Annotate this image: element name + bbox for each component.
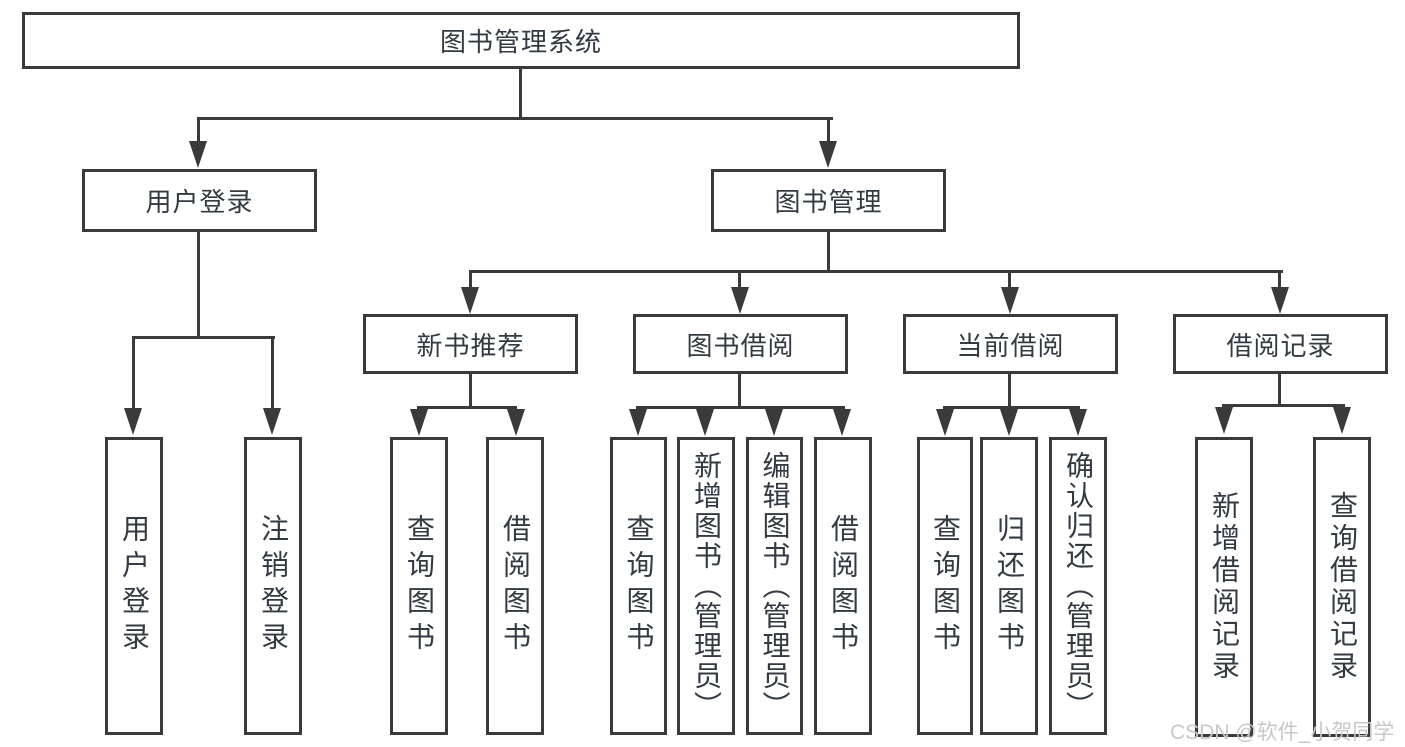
node-label: 查询图书 [930,514,961,658]
connector [827,117,830,145]
connector [1008,374,1011,409]
connector [132,336,135,408]
leaf-query-borrow-record: 查询借阅记录 [1313,437,1371,737]
node-book-management: 图书管理 [711,169,946,232]
node-label: 查询图书 [623,514,655,658]
leaf-add-books-admin: 新增图书（管理员） [677,437,735,735]
arrow-down-icon [1000,409,1018,436]
arrow-down-icon [461,287,479,314]
node-label: 编辑图书（管理员） [759,451,791,721]
connector [469,270,1283,273]
arrow-down-icon [1069,409,1087,436]
leaf-query-books-recommend: 查询图书 [390,437,448,735]
arrow-down-icon [833,409,851,436]
node-label: 图书借阅 [686,330,795,361]
arrow-down-icon [731,287,749,314]
node-library-management-system: 图书管理系统 [22,12,1020,69]
connector [1222,404,1345,407]
node-label: 用户登录 [145,187,254,217]
connector [1008,270,1011,287]
connector [469,270,472,287]
leaf-add-borrow-record: 新增借阅记录 [1195,437,1253,737]
node-label: 归还图书 [994,514,1025,658]
node-label: 新增借阅记录 [1209,491,1240,683]
connector [417,406,517,409]
node-label: 新书推荐 [416,330,525,361]
arrow-down-icon [696,409,714,436]
node-label: 借阅图书 [500,514,531,658]
arrow-down-icon [765,409,783,436]
node-label: 用户登录 [119,514,150,658]
arrow-down-icon [1001,287,1019,314]
node-label: 查询借阅记录 [1327,491,1358,683]
arrow-down-icon [819,141,837,168]
arrow-down-icon [263,408,281,435]
arrow-down-icon [1215,407,1233,434]
leaf-user-login: 用户登录 [105,437,163,735]
connector [1278,374,1281,407]
node-book-borrowing: 图书借阅 [633,314,848,374]
arrow-down-icon [936,409,954,436]
leaf-confirm-return-admin: 确认归还（管理员） [1049,437,1107,735]
arrow-down-icon [629,409,647,436]
leaf-borrow-books-recommend: 借阅图书 [486,437,544,735]
node-current-borrowing: 当前借阅 [903,314,1118,374]
arrow-down-icon [124,408,142,435]
node-label: 注销登录 [258,514,289,658]
connector [1278,270,1281,287]
leaf-logout: 注销登录 [244,437,302,735]
leaf-query-books-borrow: 查询图书 [610,437,667,735]
node-label: 图书管理系统 [439,27,602,57]
arrow-down-icon [1333,407,1351,434]
node-label: 借阅图书 [828,514,859,658]
arrow-down-icon [410,409,428,436]
node-label: 查询图书 [404,514,435,658]
connector [132,336,275,339]
node-label: 当前借阅 [956,330,1065,361]
arrow-down-icon [1271,287,1289,314]
connector [636,406,845,409]
connector [827,232,830,273]
arrow-down-icon [507,409,525,436]
connector [738,270,741,287]
connector [738,374,741,409]
arrow-down-icon [189,141,207,168]
connector [271,336,274,408]
connector [943,406,1080,409]
connector [197,117,833,120]
leaf-query-books-current: 查询图书 [917,437,973,735]
csdn-watermark: CSDN @软件_小贺同学 [1170,721,1395,744]
node-user-login: 用户登录 [82,169,317,232]
leaf-return-books: 归还图书 [980,437,1038,735]
node-label: 借阅记录 [1226,330,1335,361]
connector [519,68,522,120]
leaf-borrow-books: 借阅图书 [814,437,872,735]
node-label: 图书管理 [774,187,883,217]
node-label: 确认归还（管理员） [1063,451,1094,721]
connector [197,232,200,339]
node-label: 新增图书（管理员） [691,451,722,721]
node-borrowing-records: 借阅记录 [1173,314,1388,374]
connector [469,374,472,409]
node-new-book-recommendation: 新书推荐 [363,314,578,374]
leaf-edit-books-admin: 编辑图书（管理员） [746,437,803,735]
connector [197,117,200,145]
